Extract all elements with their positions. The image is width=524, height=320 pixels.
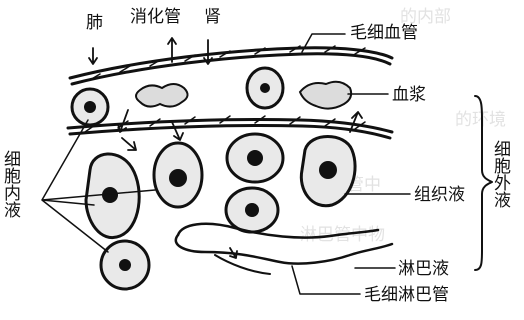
- label-lymph: 淋巴液: [398, 259, 449, 279]
- cell-nucleus: [169, 169, 187, 187]
- label-lung: 肺: [86, 13, 103, 33]
- blood-cell-nucleus: [260, 83, 270, 93]
- label-capillary: 毛细血管: [350, 23, 418, 43]
- blood-cell: [300, 82, 351, 109]
- cell-nucleus: [247, 150, 263, 166]
- label-lymph-capillary: 毛细淋巴管: [364, 285, 449, 305]
- cell-nucleus: [119, 259, 131, 271]
- label-tissue-fluid: 组织液: [414, 185, 465, 205]
- label-extracellular-fluid: 细胞外液: [490, 140, 511, 208]
- label-intracellular-fluid: 细胞内液: [0, 150, 21, 218]
- blood-cells: [136, 68, 351, 109]
- cell-nucleus: [245, 203, 259, 217]
- label-plasma: 血浆: [392, 85, 426, 105]
- label-digestive-tract: 消化管: [130, 7, 181, 27]
- cell-nucleus: [319, 161, 337, 179]
- ghost-text: 的环境: [455, 110, 506, 130]
- blood-cell: [136, 84, 188, 107]
- cell-nucleus: [84, 101, 96, 113]
- lymph-capillary: [176, 224, 392, 274]
- capillary-lower-wall: [68, 116, 392, 138]
- capillary-upper-wall: [70, 46, 392, 84]
- label-kidney: 肾: [204, 7, 221, 27]
